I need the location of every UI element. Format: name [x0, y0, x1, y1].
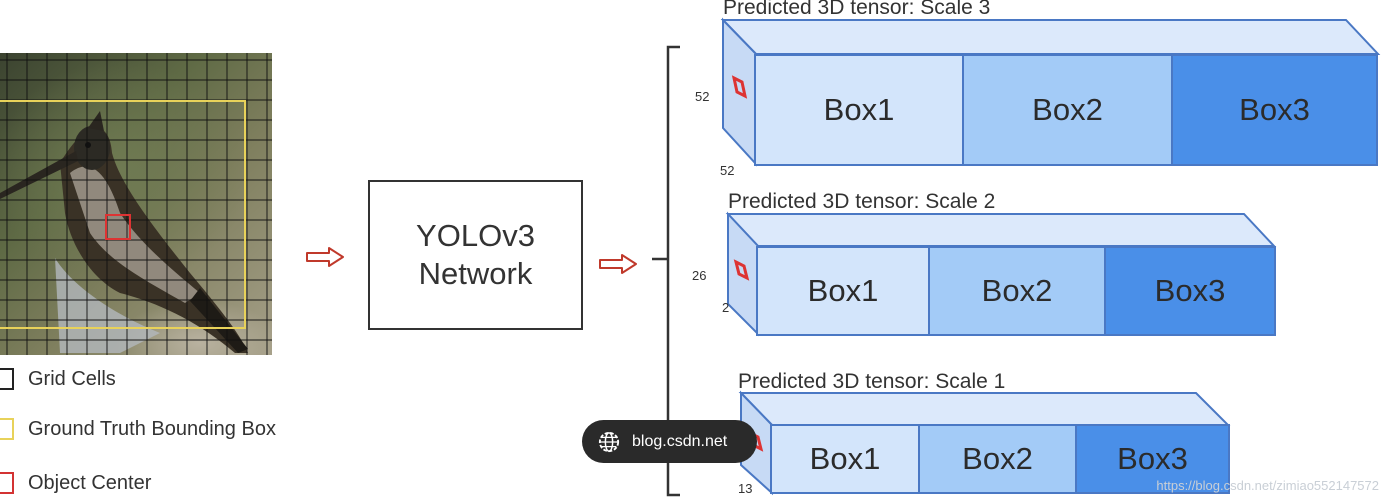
- tensor-prism-scale1: [738, 390, 1231, 496]
- box3-cell: Box3: [1173, 56, 1376, 164]
- object-center-box: [105, 214, 131, 240]
- box3-cell: Box3: [1077, 426, 1228, 492]
- network-label-line2: Network: [418, 256, 533, 291]
- yolov3-network-box: YOLOv3 Network: [368, 180, 583, 330]
- legend-label: Object Center: [28, 471, 152, 494]
- badge-text: blog.csdn.net: [632, 432, 728, 450]
- dim-bottom-scale1: 13: [738, 481, 753, 496]
- legend-item-grid-cells: Grid Cells: [0, 365, 116, 393]
- dim-bottom-scale2: 2: [722, 300, 730, 315]
- legend-swatch-object-center: [0, 472, 14, 494]
- tensor-boxes-scale3: Box1 Box2 Box3: [754, 54, 1378, 166]
- box2-cell: Box2: [964, 56, 1173, 164]
- box2-cell: Box2: [920, 426, 1077, 492]
- box2-cell: Box2: [930, 248, 1106, 334]
- tensor-title-scale2: Predicted 3D tensor: Scale 2: [728, 190, 996, 213]
- tensor-boxes-scale1: Box1 Box2 Box3: [770, 424, 1230, 494]
- globe-icon: [598, 431, 620, 452]
- tensor-prism-scale3: [720, 17, 1381, 167]
- tensor-boxes-scale2: Box1 Box2 Box3: [756, 246, 1276, 336]
- tensor-title-scale3: Predicted 3D tensor: Scale 3: [723, 0, 991, 19]
- watermark-url: https://blog.csdn.net/zimiao552147572: [1156, 478, 1379, 493]
- legend-label: Ground Truth Bounding Box: [28, 417, 276, 440]
- box1-cell: Box1: [772, 426, 920, 492]
- legend-swatch-grid-cells: [0, 368, 14, 390]
- arrow-right-icon: [599, 254, 637, 274]
- network-label-line1: YOLOv3: [416, 218, 535, 253]
- source-badge[interactable]: blog.csdn.net: [582, 420, 757, 463]
- dim-side-scale3: 52: [695, 89, 710, 104]
- dim-side-scale2: 26: [692, 268, 707, 283]
- arrow-right-icon: [306, 247, 344, 267]
- ground-truth-bounding-box: [0, 100, 246, 329]
- legend-item-ground-truth: Ground Truth Bounding Box: [0, 415, 276, 443]
- box1-cell: Box1: [756, 56, 964, 164]
- legend-label: Grid Cells: [28, 367, 116, 390]
- box3-cell: Box3: [1106, 248, 1274, 334]
- legend-swatch-ground-truth: [0, 418, 14, 440]
- bird-image-with-grid: [0, 53, 272, 355]
- legend-item-object-center: Object Center: [0, 469, 151, 497]
- tensor-prism-scale2: [725, 211, 1277, 337]
- dim-bottom-scale3: 52: [720, 163, 735, 178]
- box1-cell: Box1: [758, 248, 930, 334]
- tensor-title-scale1: Predicted 3D tensor: Scale 1: [738, 370, 1006, 393]
